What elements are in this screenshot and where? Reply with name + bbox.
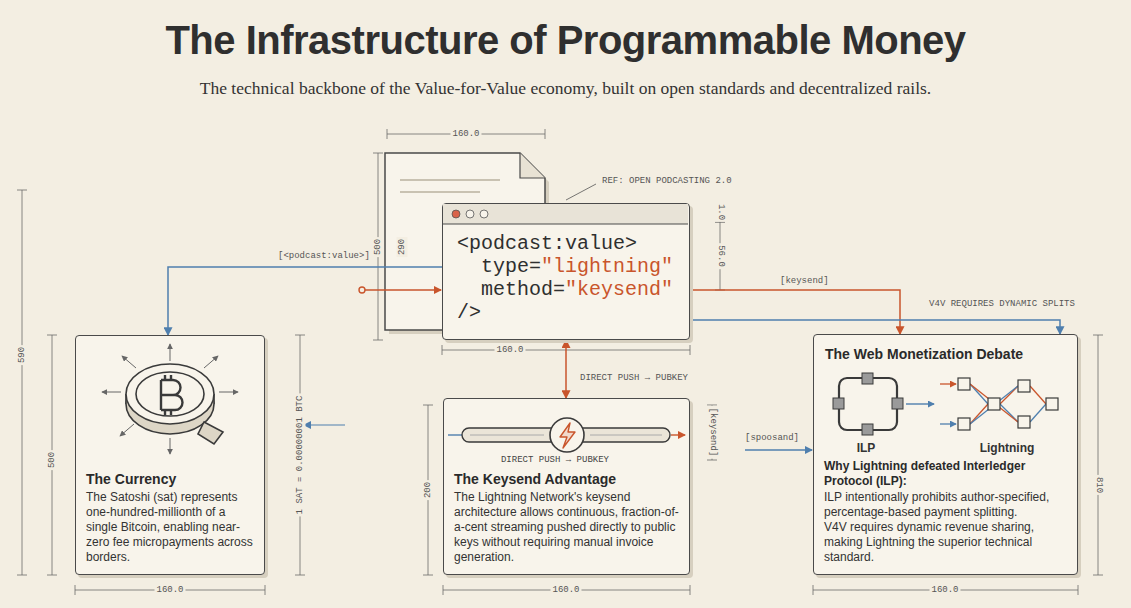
code-token: method=: [481, 278, 565, 301]
code-line: method="keysend": [457, 278, 679, 301]
dimension-label: 56.0: [715, 243, 726, 269]
dimension-label: 160.0: [929, 585, 960, 596]
dimension-line: [17, 190, 27, 191]
dimension-label: 200: [423, 480, 434, 500]
dimension-line: [690, 585, 691, 595]
connector-label: DIRECT PUSH → PUBKEY: [578, 373, 690, 384]
dimension-label: 160.0: [154, 585, 185, 596]
dimension-label: 160.0: [550, 585, 581, 596]
connector-label: [keysend]: [778, 276, 831, 287]
dimension-line: [1078, 585, 1079, 595]
dimension-label: 160.0: [450, 129, 481, 140]
dimension-label: REF: OPEN PODCASTING 2.0: [600, 176, 734, 187]
dimension-label: 1.0: [715, 202, 726, 222]
card-text: V4V requires dynamic revenue sharing, ma…: [824, 520, 1067, 565]
connector-label: [<podcast:value>]: [276, 251, 372, 262]
dimension-label: 590: [17, 345, 28, 365]
dimension-line: [690, 345, 691, 355]
connector: [565, 340, 567, 398]
card-text: DIRECT PUSH → PUBKEY: [454, 455, 679, 465]
info-card: DIRECT PUSH → PUBKEY The Keysend Advantag…: [443, 398, 690, 575]
tag-label: [spoosand]: [743, 433, 801, 444]
dimension-label: 290: [397, 237, 408, 257]
connector-label: V4V REQUIRES DYNAMIC SPLITS: [927, 299, 1077, 310]
dimension-line: [1093, 335, 1103, 336]
code-string: "lightning": [541, 255, 673, 278]
code-line: <podcast:value>: [457, 232, 679, 255]
text-column: Why Lightning defeated Interledger Proto…: [824, 459, 1067, 565]
info-card: Why Lightning defeated Interledger Proto…: [813, 334, 1078, 575]
dimension-label: 500: [373, 237, 384, 257]
signal-line: [745, 449, 812, 450]
code-token: type=: [481, 255, 541, 278]
text-column: DIRECT PUSH → PUBKEY The Keysend Advantag…: [454, 455, 679, 565]
dimension-line: [17, 575, 27, 576]
card-heading: The Currency: [86, 471, 254, 487]
card-text: The Satoshi (sat) represents one-hundred…: [86, 490, 254, 565]
card-heading: The Keysend Advantage: [454, 471, 679, 487]
tag-label: [keysend]: [707, 406, 718, 459]
dimension-line: [373, 153, 383, 154]
dimension-line: [545, 129, 546, 139]
dimension-label: 1 SAT = 0.00000001 BTC: [295, 394, 306, 517]
code-string: "keysend": [565, 278, 673, 301]
card-heading: Why Lightning defeated Interledger Proto…: [824, 459, 1067, 489]
dimension-line: [443, 585, 444, 595]
leader-line: [566, 184, 596, 200]
dimension-line: [265, 585, 266, 595]
document-fold: [520, 153, 545, 178]
code-window: <podcast:value>type="lightning"method="k…: [442, 203, 690, 340]
code-line: type="lightning": [457, 255, 679, 278]
dimension-line: [373, 340, 383, 341]
dimension-line: [387, 129, 388, 139]
dimension-line: [1093, 575, 1103, 576]
dimension-line: [22, 190, 23, 575]
document-lines: [400, 180, 500, 192]
card-heading: The Web Monetization Debate: [825, 346, 1023, 362]
dimension-line: [295, 575, 305, 576]
signal-line: [365, 289, 441, 290]
card-text: ILP intentionally prohibits author-speci…: [824, 490, 1067, 520]
connector: [168, 267, 442, 335]
dimension-label: 500: [47, 450, 58, 470]
card-text: The Lightning Network's keysend architec…: [454, 490, 679, 565]
text-column: The CurrencyThe Satoshi (sat) represents…: [86, 471, 254, 565]
connector: [690, 290, 900, 334]
window-titlebar: [443, 204, 688, 226]
dimension-line: [442, 345, 443, 355]
bitcoin-coin: [76, 336, 263, 464]
dimension-line: [47, 335, 57, 336]
card-text: ILP: [857, 441, 876, 455]
code-line: />: [457, 301, 679, 324]
card-text: Lightning: [980, 441, 1035, 455]
dimension-label: 810: [1093, 475, 1104, 495]
dimension-label: 160.0: [494, 345, 525, 356]
dimension-line: [295, 335, 305, 336]
diagram-title: The Infrastructure of Programmable Money: [0, 18, 1131, 63]
info-card: The CurrencyThe Satoshi (sat) represents…: [75, 335, 265, 575]
dimension-line: [707, 460, 717, 461]
dimension-line: [423, 405, 433, 406]
dimension-line: [1098, 335, 1099, 575]
dimension-line: [423, 575, 433, 576]
connector: [690, 320, 1060, 334]
dimension-lines: [17, 129, 1103, 595]
junction-dot: [359, 287, 365, 293]
dimension-line: [75, 585, 76, 595]
diagram-caption: The technical backbone of the Value-for-…: [0, 78, 1131, 99]
text-column: <podcast:value>type="lightning"method="k…: [457, 232, 679, 324]
dimension-line: [813, 585, 814, 595]
signal-line: [304, 424, 345, 425]
dimension-line: [47, 575, 57, 576]
